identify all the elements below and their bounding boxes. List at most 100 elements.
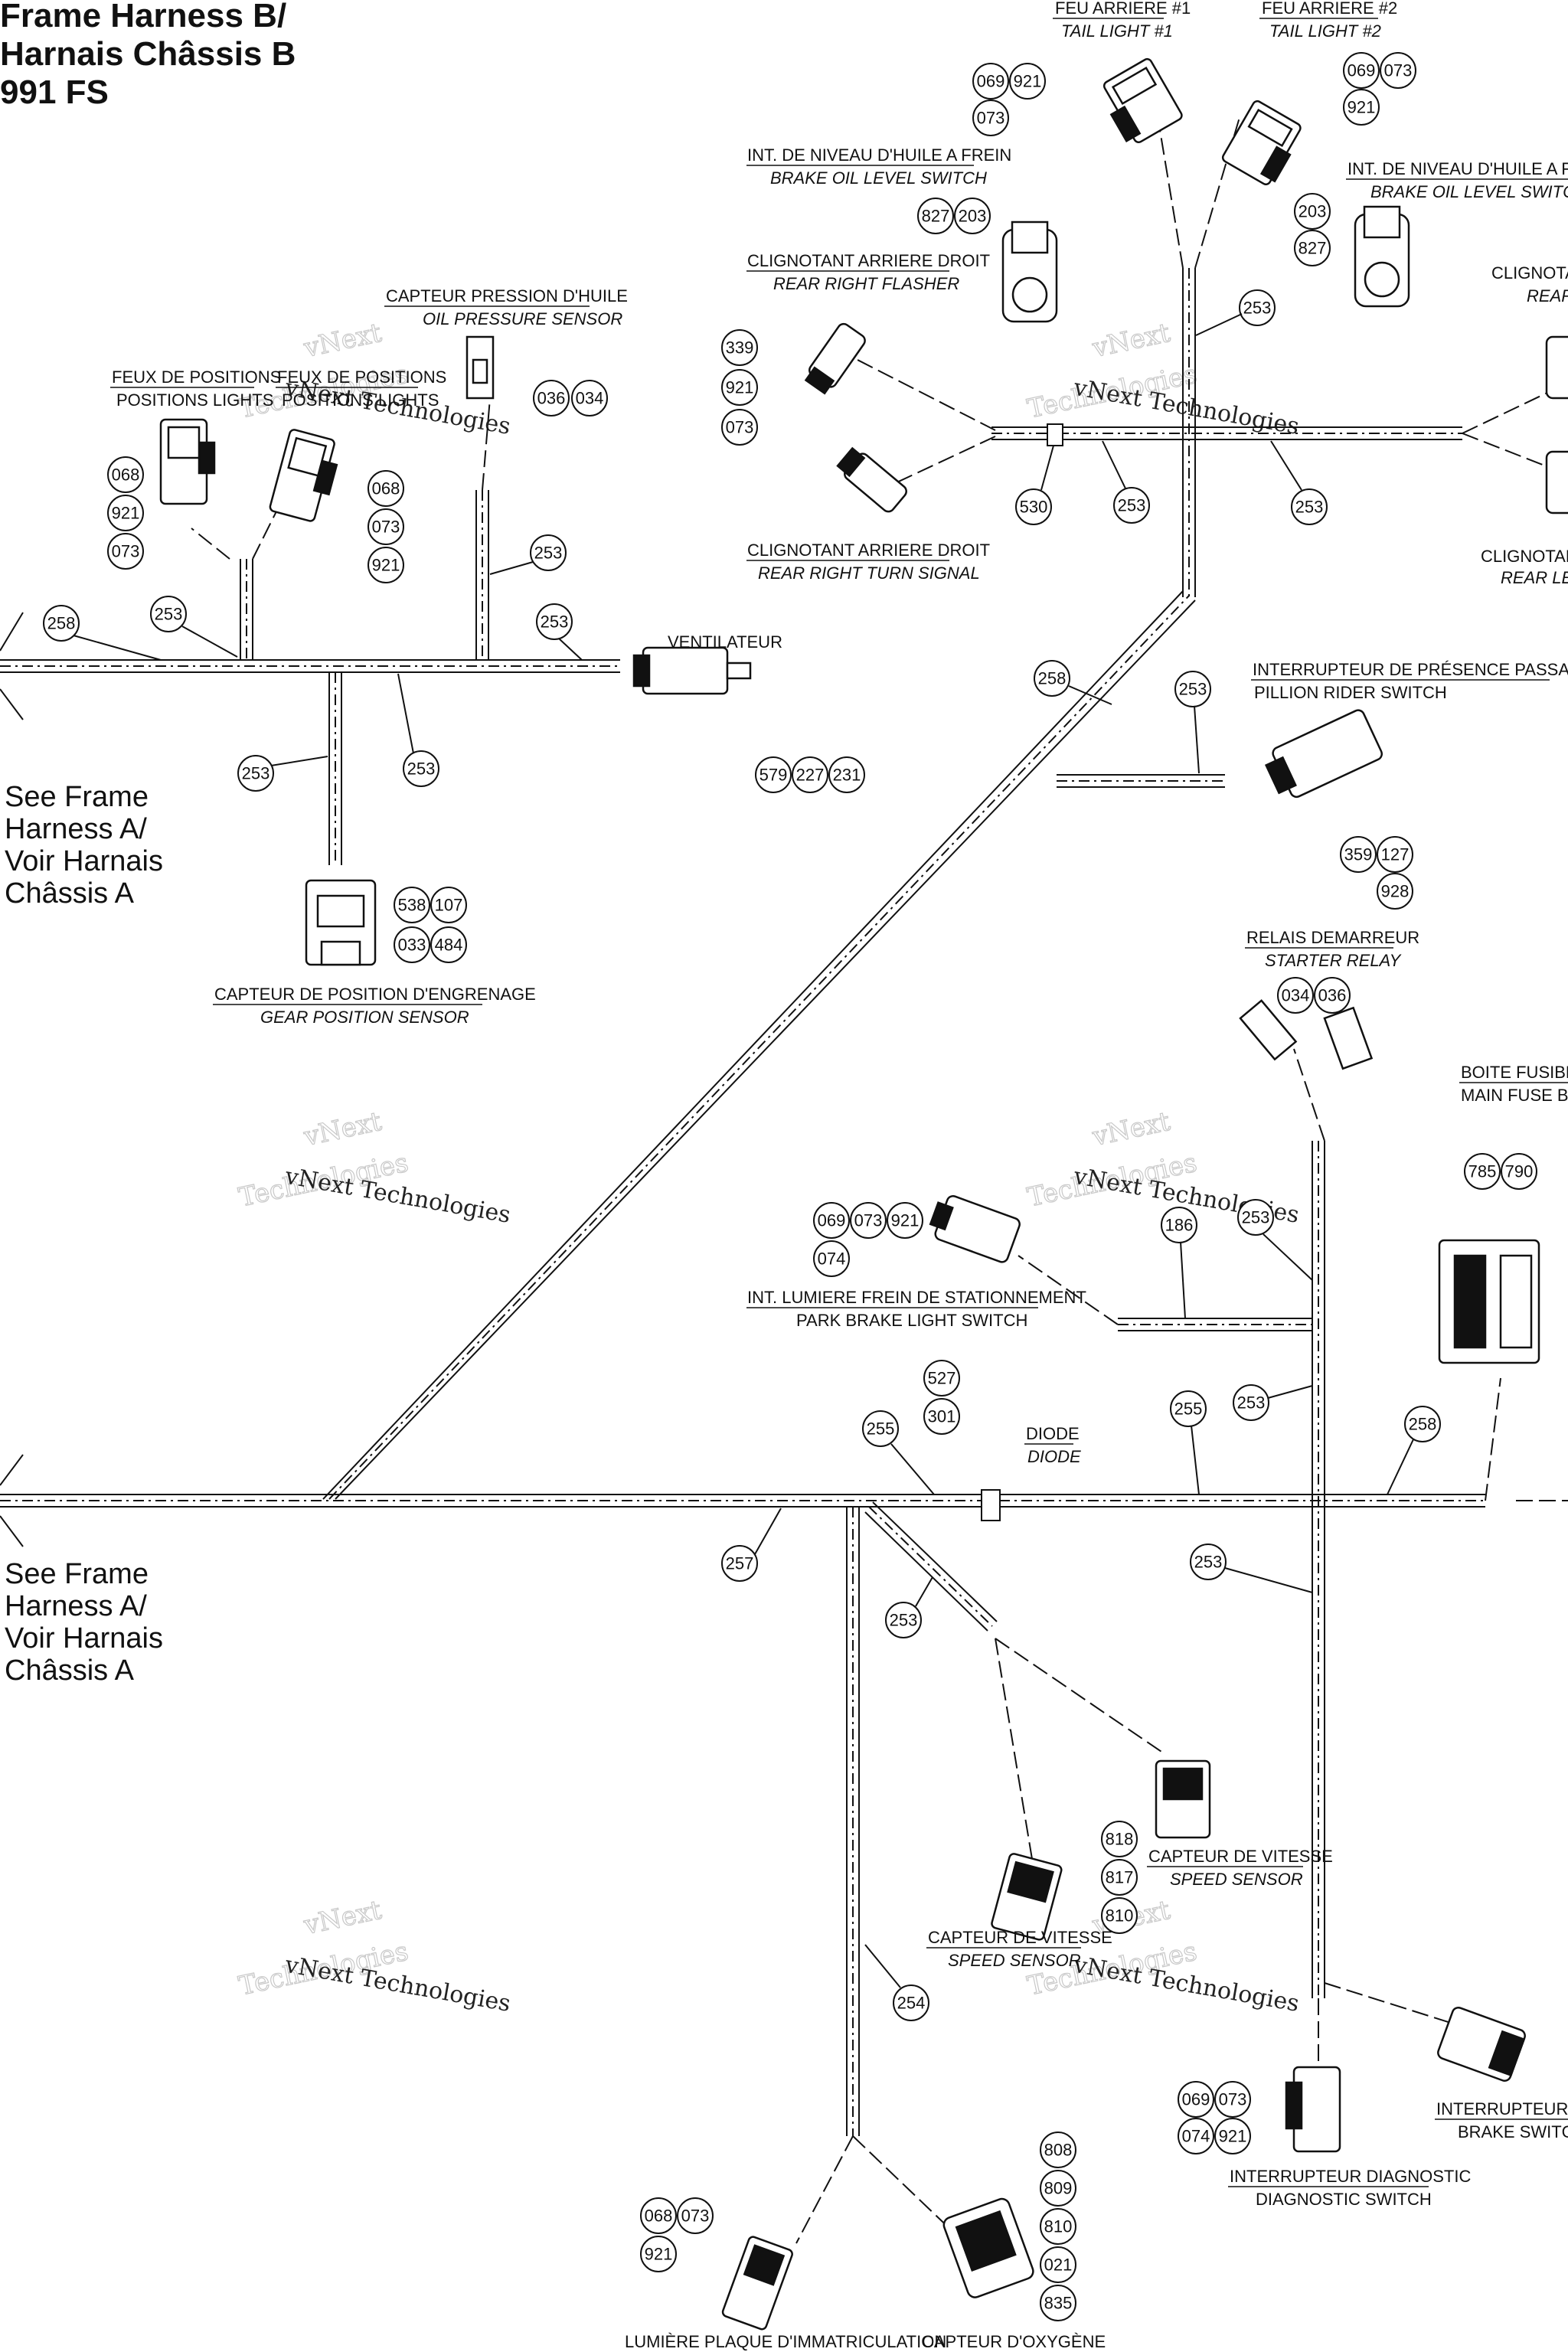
code-bubble-label: 021 <box>1044 2256 1073 2275</box>
label-fr: INT. DE NIVEAU D'HUILE A FREIN <box>1348 159 1568 178</box>
code-bubble: 231 <box>828 756 865 793</box>
code-bubble-label: 069 <box>1182 2090 1210 2109</box>
code-bubble-circle <box>368 547 404 583</box>
code-bubble: 921 <box>887 1202 923 1239</box>
code-bubble-label: 810 <box>1044 2217 1073 2236</box>
code-bubble-label: 074 <box>818 1250 846 1269</box>
harness-trunks <box>0 268 1485 2136</box>
code-bubble-label: 928 <box>1381 882 1410 901</box>
rear-right-turn-label: CLIGNOTANT ARRIERE DROIT REAR RIGHT TURN… <box>746 541 990 583</box>
label-en: MAIN FUSE BO <box>1461 1086 1568 1105</box>
code-bubble-circle <box>813 1202 850 1239</box>
watermark-text: vNext <box>1089 1106 1173 1153</box>
label-fr: LUMIÈRE PLAQUE D'IMMATRICULATION <box>625 2332 946 2351</box>
code-bubble-label: 921 <box>891 1211 920 1230</box>
code-bubble: 359 <box>1340 836 1377 873</box>
code-bubble: 073 <box>677 2197 714 2234</box>
code-bubble-circle <box>1101 1897 1138 1934</box>
position-lights-2-label: FEUX DE POSITIONS POSITIONS LIGHTS <box>276 368 446 410</box>
wire-code-label: 253 <box>407 760 436 779</box>
label-fr: CLIGNOTANT <box>1481 547 1568 566</box>
harness-segment <box>991 268 1462 597</box>
code-bubble-circle <box>1377 836 1413 873</box>
code-bubble-circle <box>394 887 430 923</box>
rear-left-connector-2 <box>1545 450 1568 514</box>
code-bubble-circle <box>1277 977 1314 1014</box>
wire-code-label: 255 <box>1174 1400 1203 1419</box>
code-bubble-label: 034 <box>576 389 604 408</box>
wire-code-label: 253 <box>890 1611 918 1630</box>
wire-code-label: 258 <box>47 614 76 633</box>
label-fr: CAPTEUR D'OXYGÈNE <box>922 2332 1106 2351</box>
speed-sensor-1-label: CAPTEUR DE VITESSE SPEED SENSOR <box>1147 1847 1333 1889</box>
wire-code-254: 254 <box>864 1944 929 2021</box>
label-fr: CAPTEUR PRESSION D'HUILE <box>386 286 628 305</box>
code-bubble: 928 <box>1377 873 1413 910</box>
label-fr: INTERRUPTEUR DIAGNOSTIC <box>1230 2167 1471 2186</box>
code-bubble-circle <box>1294 230 1331 266</box>
see-ref-line: Voir Harnais <box>5 1622 163 1655</box>
code-bubble: 073 <box>368 508 404 545</box>
code-bubble: 203 <box>1294 193 1331 230</box>
code-bubble: 068 <box>368 470 404 507</box>
code-bubble-circle <box>1343 89 1380 126</box>
code-bubble-label: 359 <box>1344 845 1373 864</box>
code-bubble-label: 817 <box>1106 1868 1134 1887</box>
code-bubble-circle <box>1294 193 1331 230</box>
see-frame-harness-a-reference-1: See Frame Harness A/ Voir Harnais Châssi… <box>5 781 163 910</box>
code-bubble-circle <box>721 369 758 406</box>
rear-right-turn-connector <box>836 446 907 513</box>
code-bubble-circle <box>1101 1859 1138 1896</box>
code-bubble-label: 921 <box>1348 98 1376 117</box>
code-bubble-label: 818 <box>1106 1830 1134 1849</box>
wire-code-255: 255 <box>1170 1390 1207 1495</box>
page-title: Frame Harness B/ Harnais Châssis B 991 F… <box>0 0 296 112</box>
see-ref-line: Châssis A <box>5 877 134 910</box>
code-bubble-circle <box>972 100 1009 136</box>
code-bubble: 785 <box>1464 1153 1501 1190</box>
harness-segment <box>240 490 489 865</box>
label-fr: CLIGNOTANT ARRIERE DROIT <box>747 251 990 270</box>
oxygen-sensor-connector <box>942 2197 1034 2298</box>
wire-code-253: 253 <box>1195 289 1276 336</box>
harness-segment <box>0 1494 1485 1508</box>
diode-label: DIODE DIODE <box>1024 1424 1081 1466</box>
label-fr: DIODE <box>1026 1424 1080 1443</box>
wire-code-callouts: 258 253 253 253 253 253 253 530 253 253 … <box>43 289 1441 2021</box>
tail-light-1-label: FEU ARRIERE #1 TAIL LIGHT #1 <box>1053 0 1191 41</box>
wire-code-label: 253 <box>1295 498 1324 517</box>
code-bubble-circle <box>1501 1153 1537 1190</box>
code-bubble-label: 036 <box>537 389 566 408</box>
code-bubble-circle <box>721 329 758 366</box>
watermark-5: vNext Technologies vNext Technologies <box>236 1894 513 2017</box>
code-bubble: 021 <box>1040 2246 1076 2283</box>
label-en: REAR LEF <box>1501 568 1568 587</box>
code-bubble: 127 <box>1377 836 1413 873</box>
label-en: POSITIONS LIGHTS <box>116 390 273 410</box>
code-bubble: 069 <box>972 63 1009 100</box>
oil-pressure-label: CAPTEUR PRESSION D'HUILE OIL PRESSURE SE… <box>384 286 628 328</box>
code-bubble: 818 <box>1101 1821 1138 1857</box>
code-bubble: 073 <box>721 409 758 446</box>
rear-right-flasher-connector <box>804 322 866 395</box>
speed-sensor-2-connector <box>991 1853 1063 1941</box>
wire-code-186: 186 <box>1161 1207 1197 1319</box>
see-ref-line: Voir Harnais <box>5 845 163 877</box>
code-bubble-circle <box>107 533 144 570</box>
code-bubble: 921 <box>640 2236 677 2272</box>
wire-code-253: 253 <box>150 596 238 658</box>
wire-code-label: 253 <box>1118 496 1146 515</box>
see-frame-harness-a-reference-2: See Frame Harness A/ Voir Harnais Châssi… <box>5 1558 163 1687</box>
diagnostic-switch-label: INTERRUPTEUR DIAGNOSTIC DIAGNOSTIC SWITC… <box>1228 2167 1471 2209</box>
oil-pressure-connector <box>466 335 495 400</box>
code-bubble-label: 073 <box>977 109 1005 128</box>
see-ref-line: Harness A/ <box>5 813 147 845</box>
code-bubble-label: 069 <box>977 72 1005 91</box>
code-bubble-label: 827 <box>922 207 950 226</box>
code-bubble: 036 <box>1314 977 1351 1014</box>
wire-code-label: 254 <box>897 1994 926 2013</box>
code-bubble-circle <box>755 756 792 793</box>
label-fr: FEUX DE POSITIONS <box>277 368 446 387</box>
label-en: SPEED SENSOR <box>948 1951 1081 1970</box>
code-bubble-circle <box>640 2236 677 2272</box>
